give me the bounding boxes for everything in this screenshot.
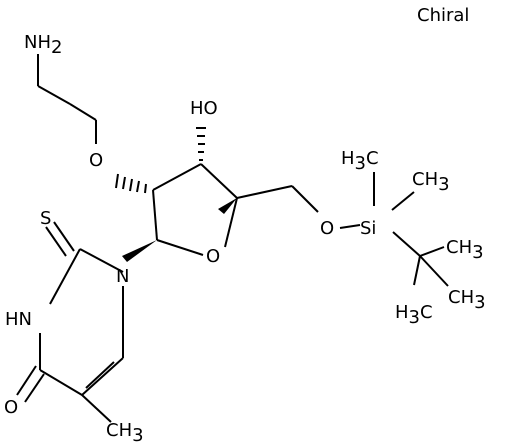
methyl-label: CH3 — [106, 420, 144, 444]
atom-labels: NH2 O HO O O Si H3C CH3 CH3 CH3 H3C S N … — [4, 32, 486, 444]
ch3-a-label: CH3 — [446, 237, 484, 263]
bonds — [16, 54, 449, 423]
silicon-label: Si — [360, 218, 376, 239]
silyl-oxygen-label: O — [320, 218, 334, 239]
nh2-label: NH2 — [24, 32, 62, 58]
ch3-top-right-label: CH3 — [412, 169, 450, 195]
ether-oxygen-label: O — [89, 150, 103, 171]
carbonyl-oxygen-label: O — [4, 397, 18, 418]
hashed-bond-oh — [196, 127, 206, 161]
ring-oxygen-label: O — [206, 246, 220, 267]
n3h-label: HN — [5, 309, 32, 330]
h3c-top-label: H3C — [341, 148, 379, 174]
chiral-label: Chiral — [417, 5, 470, 26]
hydroxyl-label: HO — [190, 98, 218, 119]
thio-sulfur-label: S — [40, 208, 51, 229]
h3c-bottom-label: H3C — [395, 302, 433, 328]
ch3-b-label: CH3 — [448, 287, 486, 313]
stereo-bonds — [115, 127, 237, 262]
n1-label: N — [116, 266, 129, 287]
hashed-bond-ether — [115, 173, 147, 194]
